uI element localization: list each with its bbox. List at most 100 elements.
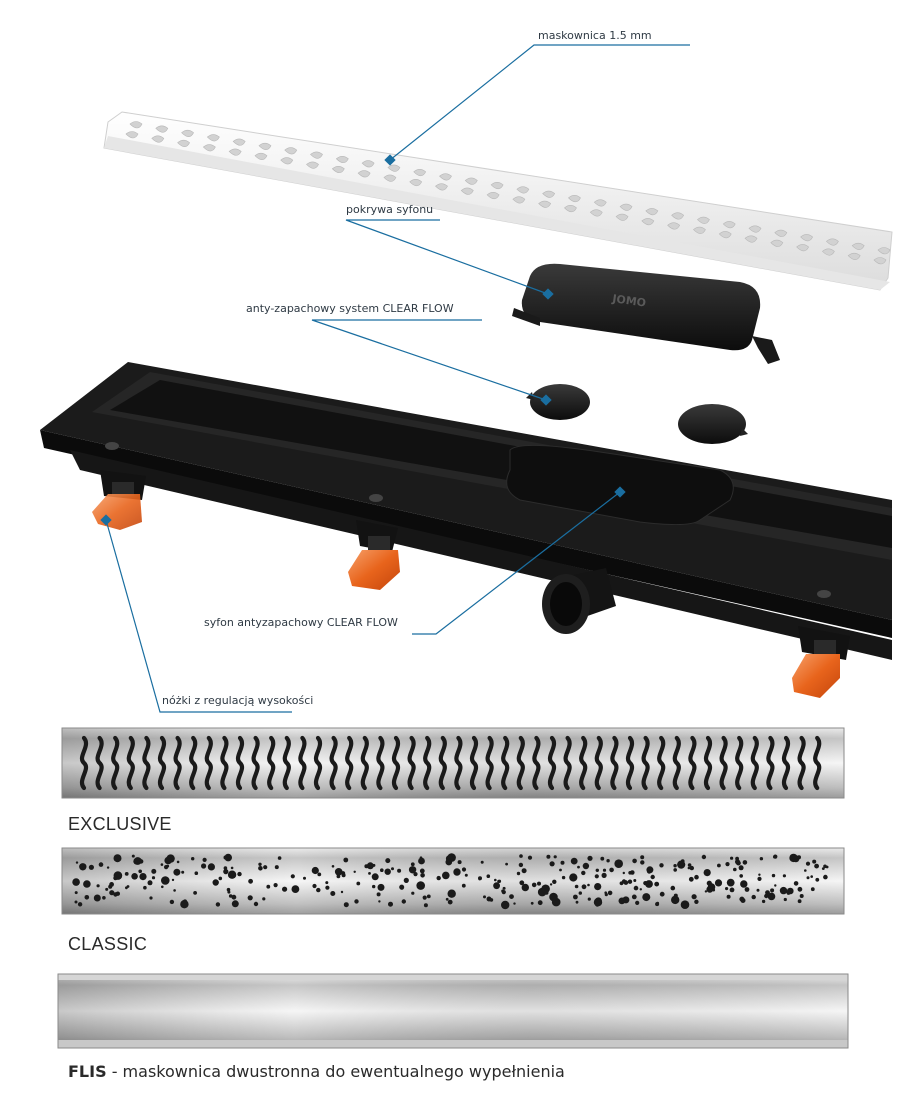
dot-hole	[164, 865, 169, 870]
grate-slot	[619, 203, 633, 211]
dot-hole	[739, 896, 745, 902]
dot-hole	[581, 884, 587, 890]
dot-hole	[805, 861, 811, 866]
grate-slot	[284, 147, 298, 155]
dot-hole	[377, 883, 385, 891]
wave-slot	[610, 735, 619, 791]
wave-slot	[781, 735, 791, 791]
dot-hole	[426, 894, 431, 899]
dot-hole	[642, 893, 651, 902]
wave-slot	[157, 735, 167, 791]
dot-hole	[677, 860, 686, 869]
wave-slot	[797, 735, 806, 791]
grate-slot	[383, 174, 397, 182]
dot-hole	[413, 872, 418, 877]
grate-slot	[202, 144, 216, 152]
dot-hole	[530, 901, 534, 905]
dot-hole	[519, 854, 523, 858]
dot-hole	[561, 875, 566, 880]
dot-hole	[334, 868, 343, 876]
dot-hole	[274, 865, 279, 870]
grate-slot	[232, 138, 246, 146]
dot-hole	[774, 884, 777, 887]
dot-hole	[578, 891, 582, 895]
dot-hole	[237, 871, 242, 877]
dot-hole	[420, 869, 424, 873]
dot-hole	[160, 863, 164, 866]
dot-hole	[373, 874, 378, 880]
grate-slot	[774, 229, 788, 237]
grate-slot	[744, 235, 758, 243]
wave-slot	[251, 735, 260, 791]
cover-brand-logo: JOMO	[611, 292, 647, 310]
dot-hole	[180, 900, 189, 909]
callout-grate-label: maskownica 1.5 mm	[538, 29, 652, 42]
callout-siphon-label: syfon antyzapachowy CLEAR FLOW	[204, 616, 398, 629]
dot-hole	[771, 873, 776, 878]
wave-slot	[703, 735, 713, 791]
wave-slot	[423, 735, 432, 791]
dot-hole	[457, 860, 462, 865]
wave-slot	[532, 735, 541, 791]
dot-hole	[646, 869, 652, 874]
dot-hole	[408, 866, 417, 874]
dot-hole	[403, 877, 409, 884]
wave-slot	[298, 735, 307, 791]
dot-hole	[521, 883, 529, 892]
dot-hole	[730, 856, 734, 860]
wave-slot	[750, 735, 759, 791]
dot-hole	[673, 893, 678, 898]
wave-slot	[391, 735, 401, 791]
drain-channel	[40, 362, 892, 660]
dot-hole	[74, 900, 78, 904]
dot-hole	[202, 857, 207, 863]
dot-hole	[215, 902, 221, 907]
dot-hole	[559, 868, 562, 872]
callout-lines	[105, 44, 690, 713]
wave-slot	[142, 735, 151, 791]
dot-hole	[541, 884, 550, 894]
dot-hole	[531, 882, 537, 888]
grate-slot	[181, 129, 194, 137]
dot-hole	[735, 856, 739, 861]
dot-hole	[176, 860, 180, 864]
dot-hole	[631, 894, 637, 900]
dot-hole	[212, 879, 219, 886]
grate-slot	[516, 186, 530, 194]
wave-slot	[625, 735, 635, 791]
dot-hole	[671, 895, 680, 905]
dot-hole	[782, 874, 787, 878]
grate-slot	[306, 161, 319, 169]
dot-hole	[645, 880, 653, 888]
dot-hole	[442, 871, 450, 880]
dot-hole	[673, 868, 677, 872]
dot-hole	[343, 902, 349, 908]
dot-hole	[549, 892, 558, 902]
grate-slot	[335, 155, 349, 164]
dot-hole	[423, 903, 428, 908]
dot-hole	[79, 863, 87, 871]
dot-hole	[797, 886, 803, 892]
dot-hole	[115, 891, 121, 896]
dot-hole	[223, 866, 228, 870]
dot-hole	[378, 900, 381, 903]
variant-exclusive-title: EXCLUSIVE	[68, 814, 172, 834]
dot-hole	[312, 883, 317, 889]
dot-hole	[553, 855, 557, 859]
dot-hole	[380, 868, 384, 872]
dot-hole	[823, 864, 827, 869]
dot-hole	[282, 886, 288, 892]
dot-hole	[806, 876, 810, 880]
dot-hole	[770, 888, 775, 893]
dot-hole	[640, 860, 645, 865]
wave-slot	[407, 735, 416, 791]
dot-hole	[714, 879, 723, 887]
dot-hole	[109, 882, 114, 887]
dot-hole	[151, 868, 157, 874]
dot-hole	[161, 876, 170, 885]
dot-hole	[109, 890, 115, 896]
dot-hole	[201, 863, 207, 869]
dot-hole	[253, 901, 259, 907]
dot-hole	[614, 859, 623, 868]
wave-slot	[267, 735, 276, 791]
